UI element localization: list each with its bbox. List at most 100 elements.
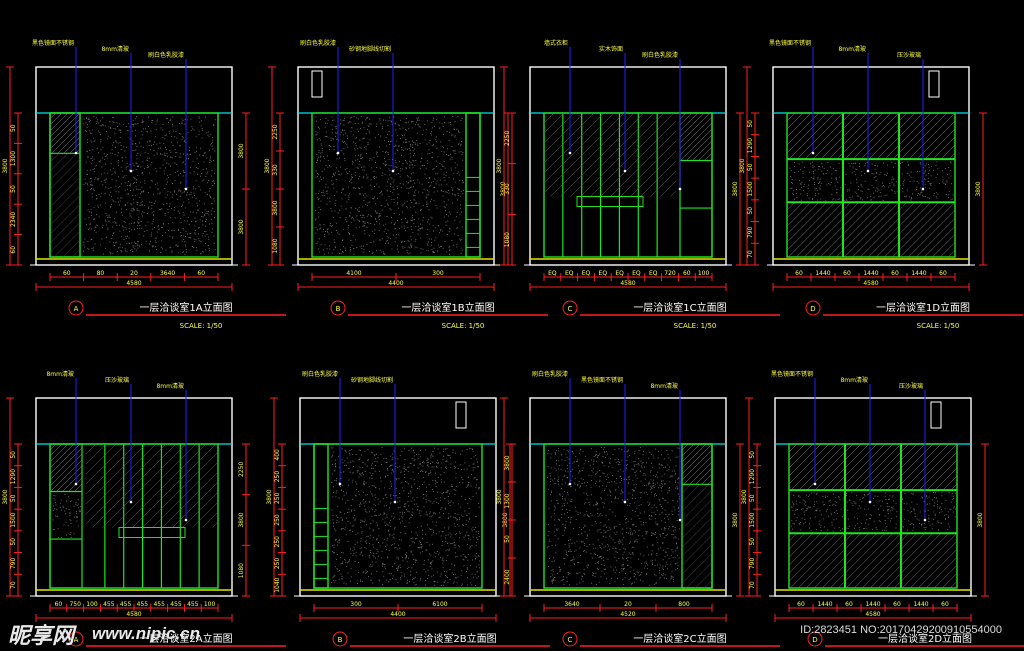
speck (349, 215, 351, 217)
speck (391, 534, 393, 536)
speck (422, 465, 424, 467)
speck (356, 470, 358, 472)
speck (634, 497, 636, 499)
speck (457, 576, 459, 578)
speck (155, 237, 157, 239)
speck (427, 203, 429, 205)
speck (432, 156, 433, 158)
speck (397, 197, 398, 199)
speck (423, 497, 425, 499)
speck (398, 251, 399, 253)
speck (386, 145, 388, 147)
speck (341, 198, 343, 200)
speck (190, 193, 192, 195)
speck (404, 506, 406, 508)
speck (333, 581, 335, 583)
speck (407, 579, 409, 581)
speck (826, 184, 828, 186)
speck (882, 199, 884, 201)
speck (822, 173, 824, 175)
speck (121, 251, 123, 253)
speck (411, 239, 412, 241)
speck (365, 524, 367, 526)
speck (433, 250, 435, 252)
speck (168, 121, 169, 123)
hatch-line (812, 202, 868, 257)
dim-label: 3640 (160, 270, 175, 277)
speck (436, 466, 437, 467)
speck (404, 468, 405, 470)
speck (213, 235, 215, 237)
side-glass (679, 112, 713, 258)
speck (91, 212, 92, 214)
speck (142, 161, 144, 163)
speck (830, 181, 832, 183)
speck (454, 513, 456, 514)
speck (89, 211, 91, 213)
speck (591, 494, 593, 496)
speck (189, 172, 191, 174)
speck (174, 191, 175, 193)
speck (565, 524, 567, 526)
speck (936, 161, 938, 163)
speck (448, 550, 450, 552)
speck (452, 202, 454, 204)
speck (350, 207, 352, 209)
speck (558, 483, 560, 485)
speck (387, 125, 389, 127)
speck (564, 475, 566, 477)
speck (344, 558, 346, 560)
speck (123, 175, 125, 177)
speck (318, 248, 320, 250)
speck (920, 163, 922, 165)
speck (806, 193, 808, 195)
dim-label: EQ (599, 270, 608, 277)
speck (316, 133, 318, 135)
speck (393, 533, 395, 535)
speck (437, 156, 439, 158)
speck (412, 150, 414, 152)
speck (661, 475, 663, 477)
speck (104, 193, 106, 195)
speck (439, 452, 441, 454)
speck (327, 230, 328, 232)
speck (179, 133, 181, 134)
speck (565, 527, 567, 529)
speck (149, 141, 151, 143)
speck (440, 474, 442, 476)
speck (320, 155, 322, 157)
speck (886, 164, 888, 166)
speck (210, 156, 211, 158)
speck (190, 153, 192, 155)
speck (609, 481, 610, 483)
speck (180, 235, 182, 237)
speck (446, 491, 448, 493)
speck (363, 571, 365, 573)
speck (798, 163, 800, 165)
speck (441, 584, 442, 586)
speck (142, 121, 144, 123)
speck (469, 539, 471, 541)
speck (402, 211, 404, 213)
speck (608, 466, 610, 468)
speck (124, 205, 126, 207)
speck (432, 479, 434, 481)
speck (398, 565, 400, 567)
speck (459, 221, 461, 223)
speck (418, 488, 420, 490)
speck (565, 453, 567, 455)
speck (427, 457, 429, 459)
speck (329, 245, 330, 247)
hatch-lines (787, 202, 955, 257)
speck (441, 462, 443, 464)
speck (412, 214, 414, 216)
speck (115, 241, 117, 243)
speck (359, 193, 361, 195)
speck (427, 221, 429, 223)
leader-dot (74, 151, 78, 155)
speck (94, 226, 96, 228)
speck (548, 530, 550, 532)
speck (390, 455, 392, 457)
speck (403, 573, 405, 575)
speck (198, 240, 200, 242)
